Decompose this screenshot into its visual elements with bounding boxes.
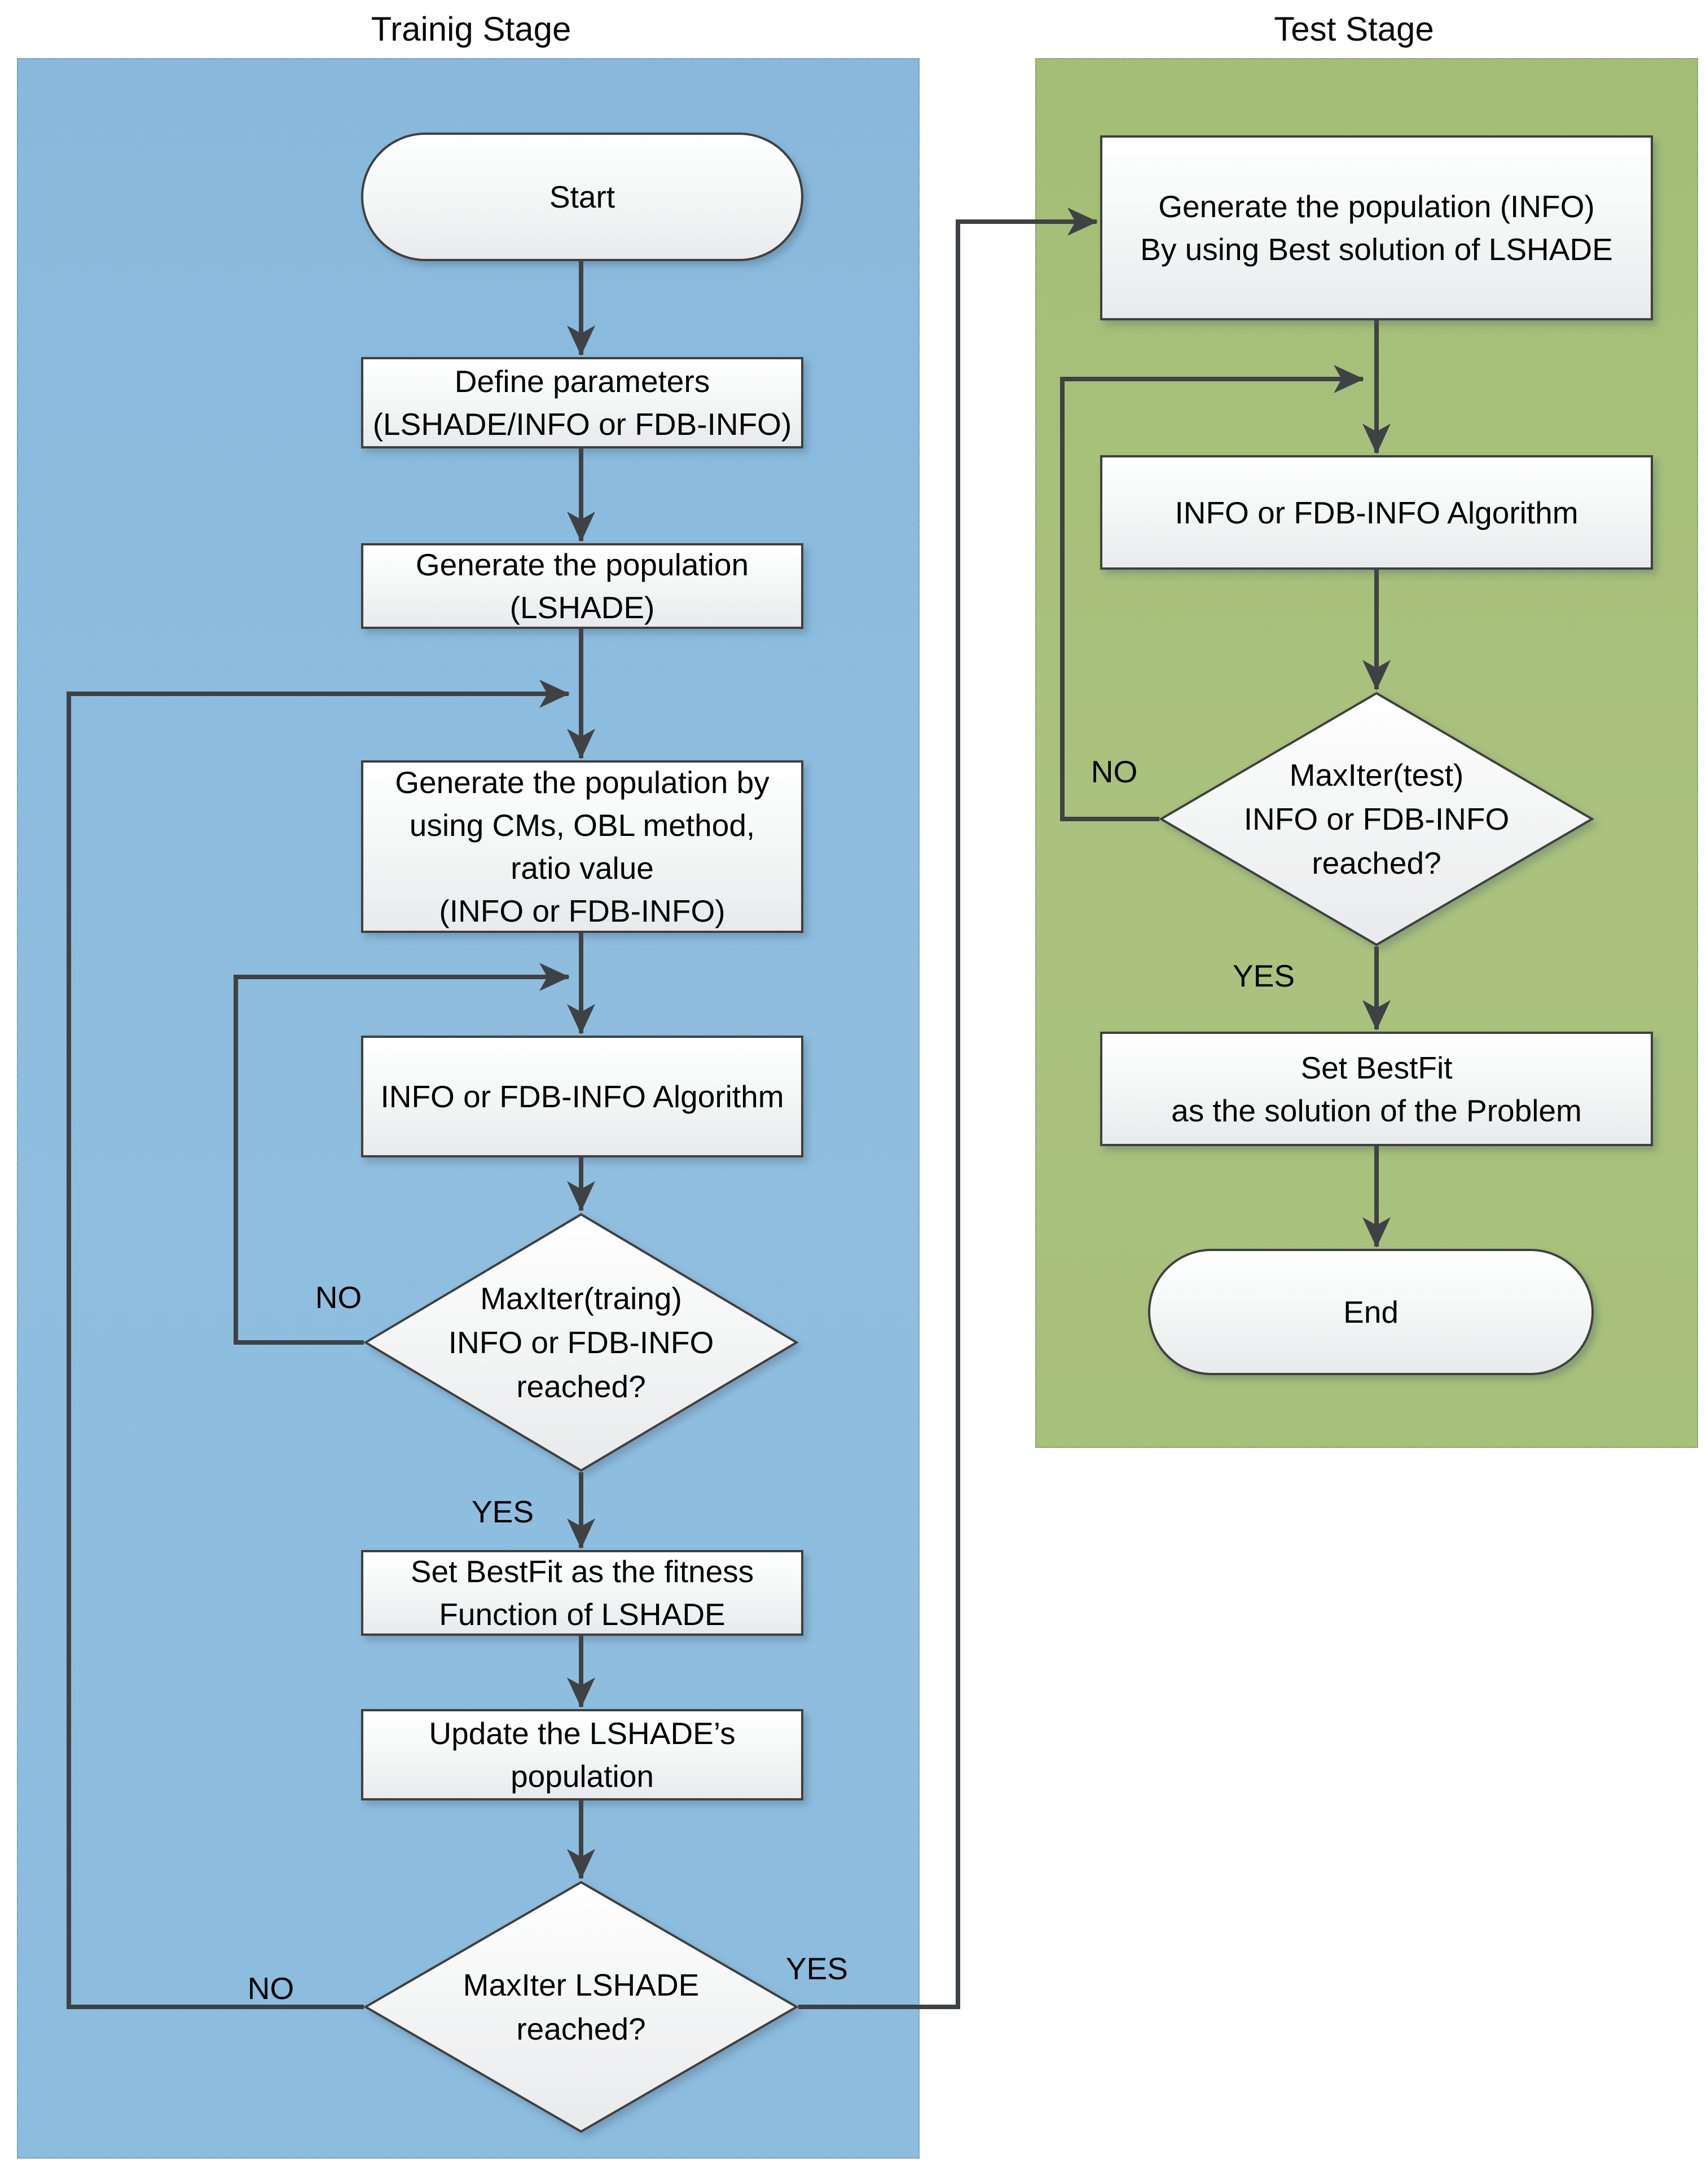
maxiter-lshade-decision-text: MaxIter LSHADE reached? (463, 1963, 700, 2051)
test-decision-yes-label: YES (1232, 958, 1295, 993)
decision-line: MaxIter(traing) (480, 1281, 682, 1316)
training-decision2-no-label: NO (247, 1971, 294, 2006)
diamond-polygon (364, 1881, 798, 2133)
generate-population-line: (LSHADE) (509, 590, 655, 625)
define-parameters-line: (LSHADE/INFO or FDB-INFO) (372, 407, 792, 442)
training-stage-title: Trainig Stage (371, 10, 571, 48)
test-info-algorithm-box: INFO or FDB-INFO Algorithm (1100, 455, 1653, 570)
generate-population-lshade-box: Generate the population (LSHADE) (361, 543, 803, 629)
test-maxiter-decision: MaxIter(test) INFO or FDB-INFO reached? (1159, 692, 1594, 946)
path-decision2-yes-to-test (798, 208, 1098, 2009)
update-population-line: population (511, 1759, 654, 1794)
define-parameters-line: Define parameters (454, 364, 710, 399)
test-info-algorithm-label: INFO or FDB-INFO Algorithm (1175, 495, 1579, 530)
test-generate-population-line: By using Best solution of LSHADE (1140, 232, 1613, 267)
diamond-shape (364, 1881, 798, 2133)
start-node: Start (361, 133, 803, 261)
training-decision2-yes-label: YES (785, 1951, 848, 1986)
decision-line: INFO or FDB-INFO (1243, 802, 1510, 836)
loop-test-decision-no (1060, 365, 1364, 821)
generate-population-cms-box: Generate the population by using CMs, OB… (361, 760, 803, 933)
decision-line: reached? (1312, 846, 1441, 880)
generate-population-cms-line: Generate the population by (395, 765, 770, 800)
set-bestfit-fitness-line: Function of LSHADE (439, 1597, 726, 1632)
set-bestfit-solution-line: as the solution of the Problem (1171, 1093, 1582, 1128)
set-bestfit-fitness-line: Set BestFit as the fitness (410, 1554, 754, 1589)
test-generate-population-box: Generate the population (INFO) By using … (1100, 135, 1653, 320)
diamond-polygon (1159, 692, 1594, 946)
training-info-algorithm-label: INFO or FDB-INFO Algorithm (380, 1079, 784, 1114)
test-stage-title: Test Stage (1274, 10, 1434, 48)
training-decision1-yes-label: YES (471, 1494, 534, 1529)
decision-line: MaxIter LSHADE (463, 1967, 700, 2002)
end-node: End (1148, 1249, 1594, 1375)
set-bestfit-solution-line: Set BestFit (1300, 1050, 1453, 1085)
define-parameters-box: Define parameters (LSHADE/INFO or FDB-IN… (361, 357, 803, 448)
generate-population-cms-line: using CMs, OBL method, (409, 808, 755, 843)
update-population-line: Update the LSHADE’s (429, 1716, 736, 1751)
training-info-algorithm-box: INFO or FDB-INFO Algorithm (361, 1036, 803, 1157)
test-generate-population-line: Generate the population (INFO) (1158, 189, 1595, 224)
training-maxiter-decision: MaxIter(traing) INFO or FDB-INFO reached… (364, 1213, 798, 1472)
end-label: End (1343, 1294, 1399, 1329)
generate-population-line: Generate the population (415, 547, 749, 582)
diamond-shape (1159, 692, 1594, 946)
set-bestfit-fitness-box: Set BestFit as the fitness Function of L… (361, 1550, 803, 1636)
generate-population-cms-line: ratio value (511, 851, 654, 886)
diamond-shape (364, 1213, 798, 1472)
diamond-polygon (364, 1213, 798, 1472)
loop-decision2-no (67, 680, 570, 2009)
maxiter-lshade-decision: MaxIter LSHADE reached? (364, 1881, 798, 2133)
decision-line: INFO or FDB-INFO (448, 1325, 714, 1360)
loop-decision1-no (234, 963, 570, 1345)
set-bestfit-solution-box: Set BestFit as the solution of the Probl… (1100, 1032, 1653, 1146)
update-population-box: Update the LSHADE’s population (361, 1709, 803, 1800)
decision-line: reached? (516, 1369, 646, 1404)
training-maxiter-decision-text: MaxIter(traing) INFO or FDB-INFO reached… (449, 1276, 714, 1408)
test-decision-no-label: NO (1091, 754, 1138, 789)
start-label: Start (549, 179, 615, 214)
training-decision1-no-label: NO (315, 1280, 362, 1315)
test-maxiter-decision-text: MaxIter(test) INFO or FDB-INFO reached? (1244, 753, 1510, 885)
decision-line: MaxIter(test) (1289, 758, 1464, 792)
decision-line: reached? (516, 2011, 646, 2046)
generate-population-cms-line: (INFO or FDB-INFO) (439, 893, 726, 928)
